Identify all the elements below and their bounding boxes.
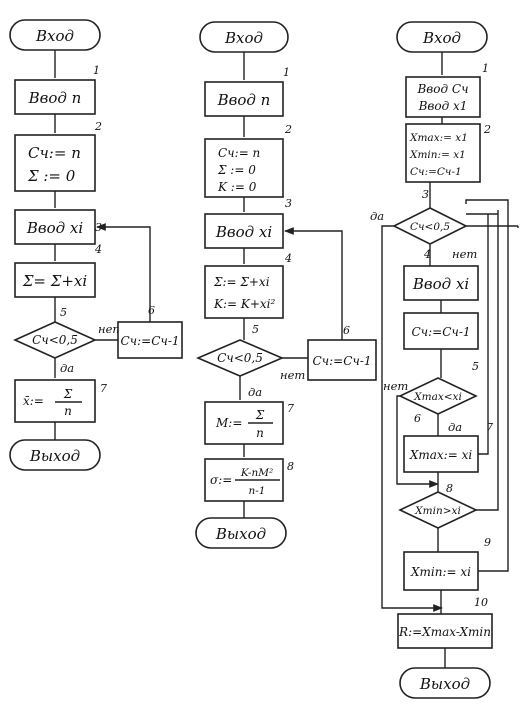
c3-num-9: 9 <box>484 536 491 549</box>
c1-num-5: 5 <box>60 306 67 319</box>
c3-num-3: 3 <box>422 188 429 201</box>
c3-input-x-label: Ввод xi <box>412 275 470 293</box>
c3-min-assign-label: Xmin:= xi <box>410 565 471 579</box>
c2-num-2: 2 <box>284 123 292 136</box>
c3-input-line1: Ввод Cч <box>416 82 468 96</box>
c1-input-n-label: Ввод n <box>28 89 82 107</box>
c3-init-box <box>405 123 481 183</box>
c2-init-box <box>204 138 284 198</box>
c2-init-line1: Cч:= n <box>218 146 260 160</box>
c2-dec-label: Cч:=Cч-1 <box>312 354 371 368</box>
c1-mean-den: n <box>64 404 72 418</box>
c1-start-label: Вход <box>35 27 74 45</box>
c2-sum-box <box>204 265 284 319</box>
c3-no-label-3: нет <box>452 247 477 261</box>
c2-num-6: 6 <box>343 324 350 337</box>
c1-num-1: 1 <box>93 64 100 77</box>
flowchart-2: Вход 1 Ввод n 2 Cч:= n Σ := 0 K := 0 3 В… <box>195 21 377 549</box>
c1-input-x-box <box>14 209 96 245</box>
c3-yes-label-5: да <box>448 420 462 434</box>
c2-input-n-box <box>204 81 284 117</box>
c2-init-line3: K := 0 <box>217 180 257 194</box>
c1-num-6: 6 <box>148 304 155 317</box>
c2-mean-label: M:= <box>215 416 242 430</box>
c3-num-8: 8 <box>446 482 453 495</box>
c1-mean-num: Σ <box>63 387 73 401</box>
c2-mean-den: n <box>256 426 264 440</box>
c2-sigma-num: K-nM² <box>240 467 273 479</box>
c2-sum-line2: K:= K+xi² <box>213 297 276 311</box>
c3-min-label: Xmin>xi <box>414 505 461 517</box>
c1-sum-label: Σ= Σ+xi <box>22 272 88 290</box>
flowchart-3: Вход 1 Ввод Cч Ввод x1 2 Xmax:= x1 Xmin:… <box>370 21 519 699</box>
c1-input-x-label: Ввод xi <box>26 219 84 237</box>
c3-max-label: Xmax<xi <box>413 391 462 403</box>
c2-mean-num: Σ <box>255 408 265 422</box>
c3-range-label: R:=Xmax-Xmin <box>398 625 491 639</box>
c3-no-label-5: нет <box>383 379 408 393</box>
c2-num-3: 3 <box>285 197 292 210</box>
c3-init-line3: Cч:=Cч-1 <box>410 166 462 178</box>
c3-num-10: 10 <box>474 596 488 609</box>
c2-sigma-label: σ:= <box>210 473 232 487</box>
c3-max-assign-box <box>403 435 479 473</box>
c3-dec-label: Cч:=Cч-1 <box>411 325 470 339</box>
c1-dec-label: Cч:=Cч-1 <box>120 334 179 348</box>
c2-end-label: Выход <box>215 525 266 543</box>
c2-cond-label: Cч<0,5 <box>217 351 263 365</box>
c1-yes-label: да <box>60 361 74 375</box>
c1-init-line2: Σ := 0 <box>27 167 76 185</box>
c1-end-label: Выход <box>29 447 80 465</box>
flowchart-1: Вход 1 Ввод n 2 Cч:= n Σ := 0 3 Ввод xi … <box>9 19 183 471</box>
c2-num-8: 8 <box>287 460 294 473</box>
c2-num-1: 1 <box>283 66 290 79</box>
c3-num-1: 1 <box>482 62 489 75</box>
c1-input-n-box <box>14 79 96 115</box>
c3-num-4: 4 <box>423 248 431 261</box>
c1-mean-box <box>14 379 96 423</box>
c3-end-label: Выход <box>419 675 470 693</box>
c1-mean-label: x̄:= <box>23 394 44 408</box>
c1-no-label: нет <box>98 322 123 336</box>
c2-sum-line1: Σ:= Σ+xi <box>213 275 270 289</box>
c2-yes-label: да <box>248 385 262 399</box>
c3-start-label: Вход <box>422 29 461 47</box>
c2-init-line2: Σ := 0 <box>217 163 256 177</box>
c1-end-terminal <box>9 439 101 471</box>
c2-input-x-box <box>204 213 284 249</box>
c3-input-line2: Ввод x1 <box>418 99 468 113</box>
c3-num-6: 6 <box>414 412 421 425</box>
c2-end-terminal <box>195 517 287 549</box>
c3-end-terminal <box>399 667 491 699</box>
c2-start-label: Вход <box>224 29 263 47</box>
c3-input-box <box>405 76 481 118</box>
c1-num-2: 2 <box>94 120 102 133</box>
c1-cond-label: Cч<0,5 <box>32 333 78 347</box>
c3-num-5: 5 <box>472 360 479 373</box>
c2-sigma-den: n-1 <box>249 485 266 497</box>
c3-yes-label-3: да <box>370 209 384 223</box>
c3-dec-box <box>403 312 479 350</box>
c1-num-7: 7 <box>100 382 107 395</box>
c3-loop-label: Cч<0,5 <box>410 221 450 233</box>
c2-input-n-label: Ввод n <box>217 91 271 109</box>
c3-num-2: 2 <box>483 123 491 136</box>
c3-init-line1: Xmax:= x1 <box>409 132 468 144</box>
c2-num-4: 4 <box>284 252 292 265</box>
c3-num-7: 7 <box>486 421 493 434</box>
c1-init-line1: Cч:= n <box>28 144 81 162</box>
c2-num-5: 5 <box>252 323 259 336</box>
c2-dec-box <box>307 339 377 381</box>
c3-init-line2: Xmin:= x1 <box>409 149 466 161</box>
c2-num-7: 7 <box>287 402 294 415</box>
c3-max-assign-label: Xmax:= xi <box>409 448 473 462</box>
c3-range-box <box>397 613 493 649</box>
c2-no-label: нет <box>280 368 305 382</box>
c2-input-x-label: Ввод xi <box>215 223 273 241</box>
c1-num-4: 4 <box>94 243 102 256</box>
